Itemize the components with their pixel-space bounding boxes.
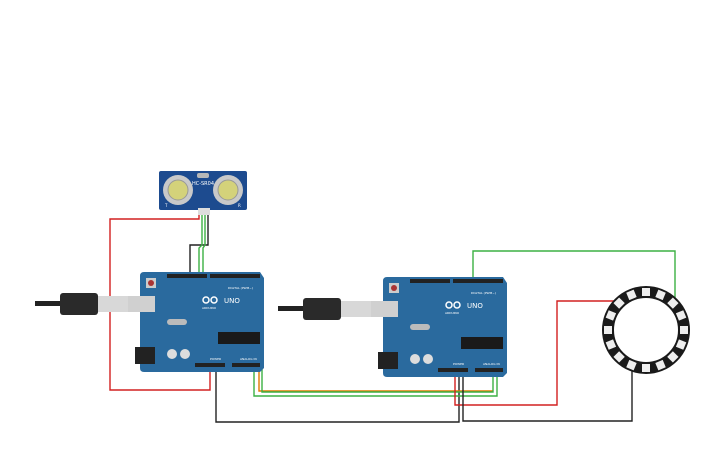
power-label: POWER <box>453 362 464 366</box>
power-jack <box>378 352 398 369</box>
neopixel-led <box>667 297 679 309</box>
model-label: UNO <box>224 297 240 305</box>
arduino-uno-1[interactable]: UNO ARDUINO DIGITAL (PWM~) POWER ANALOG IN <box>35 272 264 372</box>
power-label: POWER <box>210 357 221 361</box>
ultrasonic-sensor[interactable]: HC-SR04 T R <box>159 171 247 215</box>
wires <box>109 214 676 423</box>
wire-serial-green-2[interactable] <box>261 365 494 393</box>
arduino-uno-2[interactable]: UNO ARDUINO DIGITAL (PWM~) POWER ANALOG IN <box>278 277 507 377</box>
wire-sensor-trig[interactable] <box>198 214 203 276</box>
usb-cable[interactable] <box>278 306 308 311</box>
digital-label: DIGITAL (PWM~) <box>228 286 253 290</box>
neopixel-led <box>605 339 617 350</box>
neopixel-led <box>605 310 617 321</box>
neopixel-ring[interactable] <box>602 286 690 374</box>
usb-cable[interactable] <box>35 301 65 306</box>
wire-ring-gnd[interactable] <box>462 370 633 422</box>
neopixel-led <box>613 351 625 363</box>
neopixel-led <box>642 288 650 296</box>
atmega-chip <box>218 332 260 344</box>
analog-label: ANALOG IN <box>483 362 500 366</box>
analog-label: ANALOG IN <box>240 357 257 361</box>
neopixel-led <box>613 297 625 309</box>
wire-ring-vcc[interactable] <box>454 300 617 406</box>
wire-serial-green[interactable] <box>253 365 498 397</box>
wire-ring-data[interactable] <box>472 250 676 298</box>
sensor-pin-r: R <box>238 203 241 208</box>
wire-sensor-echo[interactable] <box>202 214 206 276</box>
neopixel-led <box>626 289 637 301</box>
neopixel-led <box>642 364 650 372</box>
sensor-label: HC-SR04 <box>192 181 214 187</box>
neopixel-led <box>680 326 688 334</box>
digital-label: DIGITAL (PWM~) <box>471 291 496 295</box>
brand-label: ARDUINO <box>202 306 217 310</box>
sensor-pin-t: T <box>164 203 168 208</box>
wire-serial-orange[interactable] <box>258 365 493 392</box>
neopixel-led <box>675 310 687 321</box>
neopixel-led <box>655 289 666 301</box>
neopixel-led <box>626 359 637 371</box>
power-jack <box>135 347 155 364</box>
wire-sensor-gnd[interactable] <box>189 214 209 276</box>
neopixel-led <box>655 359 666 371</box>
neopixel-led <box>675 339 687 350</box>
usb-port <box>371 301 398 317</box>
usb-port <box>128 296 155 312</box>
atmega-chip <box>461 337 503 349</box>
neopixel-led <box>604 326 612 334</box>
neopixel-led <box>667 351 679 363</box>
model-label: UNO <box>467 302 483 310</box>
brand-label: ARDUINO <box>445 311 460 315</box>
